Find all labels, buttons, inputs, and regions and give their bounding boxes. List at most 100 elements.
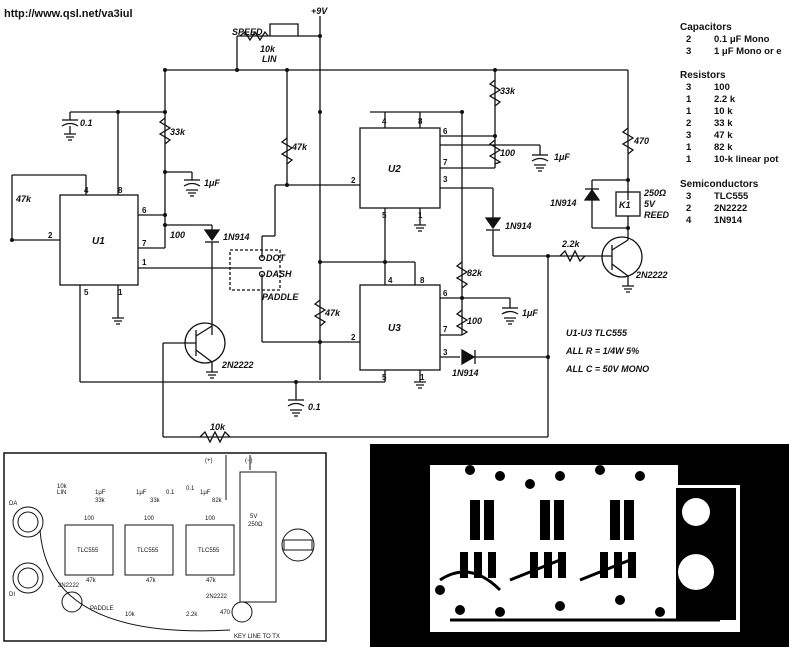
note-resistors: ALL R = 1/4W 5% (565, 346, 639, 356)
relay-name: K1 (619, 200, 631, 210)
svg-text:3: 3 (686, 82, 691, 93)
chip-u2: U2 (388, 164, 401, 175)
diode-d1-label: 1N914 (223, 232, 250, 242)
paddle-dot-label: DOT (266, 253, 287, 263)
source-url: http://www.qsl.net/va3iul (4, 8, 133, 20)
svg-text:2N2222: 2N2222 (714, 203, 747, 214)
svg-text:1N914: 1N914 (714, 215, 743, 226)
svg-text:2N2222: 2N2222 (206, 594, 228, 600)
svg-text:2: 2 (351, 176, 356, 185)
svg-text:1 μF Mono or e: 1 μF Mono or e (714, 46, 782, 57)
svg-text:10k: 10k (125, 612, 136, 618)
svg-text:2: 2 (351, 333, 356, 342)
svg-text:3: 3 (443, 175, 448, 184)
svg-text:82 k: 82 k (714, 142, 733, 153)
r-47k-left-label: 47k (15, 194, 32, 204)
svg-text:3: 3 (686, 46, 691, 57)
svg-text:1: 1 (142, 258, 147, 267)
r-2k2-label: 2.2k (561, 239, 581, 249)
r-33k-top-label: 33k (500, 86, 516, 96)
svg-text:3: 3 (686, 130, 691, 141)
svg-text:4: 4 (686, 215, 692, 226)
svg-text:47k: 47k (206, 578, 217, 584)
r-82k-label: 82k (467, 268, 483, 278)
speed-label: SPEED (232, 27, 263, 37)
svg-text:KEY LINE TO TX: KEY LINE TO TX (234, 634, 280, 640)
svg-text:3: 3 (443, 348, 448, 357)
svg-text:Resistors: Resistors (680, 70, 726, 81)
svg-text:LIN: LIN (57, 490, 66, 496)
speed-pot-type: LIN (262, 54, 277, 64)
relay-type: REED (644, 210, 670, 220)
svg-text:1: 1 (420, 373, 425, 382)
r-33k-u1-label: 33k (170, 127, 186, 137)
chip-u1: U1 (92, 236, 105, 247)
r-100-u2-label: 100 (500, 148, 515, 158)
svg-text:100: 100 (205, 516, 216, 522)
svg-text:7: 7 (142, 239, 147, 248)
svg-text:2: 2 (48, 231, 53, 240)
svg-text:0.1: 0.1 (166, 490, 175, 496)
svg-text:33k: 33k (150, 498, 161, 504)
r-47k-mid-label: 47k (291, 142, 308, 152)
svg-text:47k: 47k (86, 578, 97, 584)
svg-text:1: 1 (686, 154, 692, 165)
note-capacitors: ALL C = 50V MONO (565, 364, 649, 374)
paddle-label: PADDLE (262, 292, 299, 302)
svg-text:TLC555: TLC555 (137, 548, 159, 554)
svg-text:1: 1 (686, 106, 692, 117)
svg-text:7: 7 (443, 325, 448, 334)
r-470-label: 470 (633, 136, 649, 146)
r-47k-u3-label: 47k (324, 308, 341, 318)
svg-text:4: 4 (382, 117, 387, 126)
svg-text:1μF: 1μF (95, 490, 106, 496)
svg-text:470: 470 (220, 610, 231, 616)
diode-d3-label: 1N914 (452, 368, 479, 378)
c-01-bottom-label: 0.1 (308, 402, 321, 412)
svg-text:5: 5 (84, 288, 89, 297)
transistor-q2-label: 2N2222 (635, 270, 668, 280)
svg-text:DI: DI (9, 592, 15, 598)
c-1uf-u2-label: 1μF (554, 152, 570, 162)
svg-text:4: 4 (388, 276, 393, 285)
svg-text:6: 6 (142, 206, 147, 215)
svg-text:Capacitors: Capacitors (680, 22, 732, 33)
svg-text:10 k: 10 k (714, 106, 733, 117)
svg-text:4: 4 (84, 186, 89, 195)
paddle-dash-label: DASH (266, 269, 292, 279)
svg-text:7: 7 (443, 158, 448, 167)
svg-text:TLC555: TLC555 (77, 548, 99, 554)
svg-text:5V: 5V (250, 514, 257, 520)
svg-text:8: 8 (420, 276, 425, 285)
svg-text:(−): (−) (245, 458, 253, 464)
svg-text:47 k: 47 k (714, 130, 733, 141)
svg-text:DA: DA (9, 501, 17, 507)
diode-d4-label: 1N914 (550, 198, 577, 208)
svg-text:2.2 k: 2.2 k (714, 94, 736, 105)
svg-text:47k: 47k (146, 578, 157, 584)
svg-text:6: 6 (443, 127, 448, 136)
svg-text:2: 2 (686, 203, 691, 214)
svg-text:1: 1 (118, 288, 123, 297)
c-1uf-u3-label: 1μF (522, 308, 538, 318)
parts-list: Capacitors 2 0.1 μF Mono 3 1 μF Mono or … (680, 22, 782, 226)
svg-text:2N2222: 2N2222 (58, 583, 80, 589)
svg-text:(+): (+) (205, 458, 213, 464)
svg-text:5: 5 (382, 373, 387, 382)
svg-text:250Ω: 250Ω (248, 522, 263, 528)
relay-volts: 5V (644, 199, 656, 209)
svg-text:10-k linear pot: 10-k linear pot (714, 154, 779, 165)
svg-text:1μF: 1μF (200, 490, 211, 496)
svg-text:2: 2 (686, 118, 691, 129)
svg-text:0.1: 0.1 (186, 486, 195, 492)
svg-text:82k: 82k (212, 498, 223, 504)
svg-text:5: 5 (382, 211, 387, 220)
svg-text:6: 6 (443, 289, 448, 298)
svg-text:TLC555: TLC555 (714, 191, 749, 202)
svg-text:100: 100 (84, 516, 95, 522)
c-1uf-u1-label: 1μF (204, 178, 220, 188)
relay-ohms: 250Ω (643, 188, 666, 198)
speed-pot-value: 10k (260, 44, 276, 54)
svg-text:100: 100 (144, 516, 155, 522)
